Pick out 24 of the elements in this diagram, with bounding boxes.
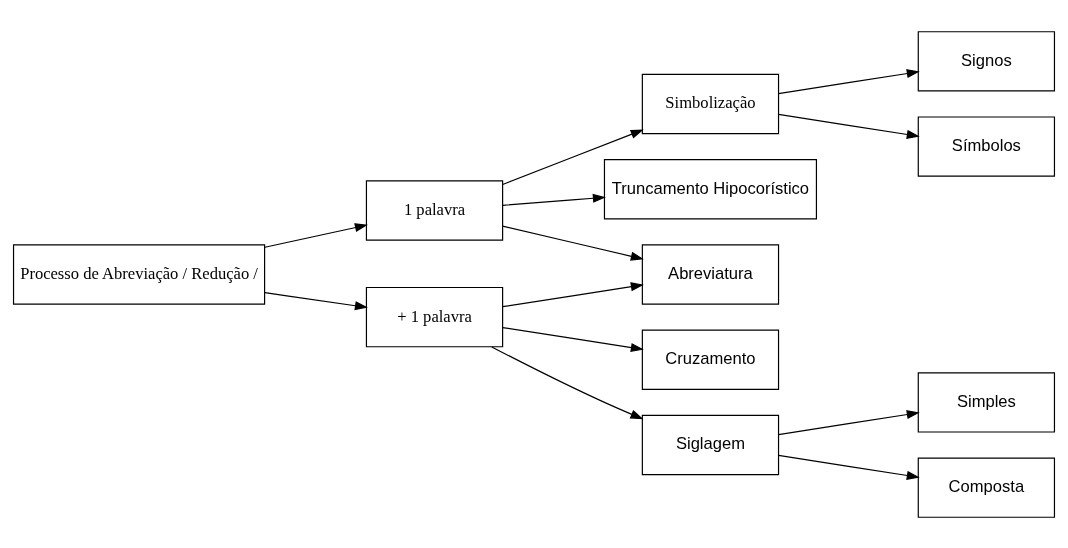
arrow xyxy=(502,129,644,185)
arrow xyxy=(777,68,920,94)
arrow xyxy=(502,193,606,206)
arrow xyxy=(777,409,920,435)
node-box: Processo de Abreviação / Redução / xyxy=(12,243,266,305)
node-box: Signos xyxy=(917,30,1056,92)
arrow xyxy=(502,326,644,352)
node-box: Truncamento Hipocorístico xyxy=(603,158,817,219)
node-box: Simples xyxy=(917,371,1056,433)
arrow xyxy=(502,281,644,307)
arrow xyxy=(491,345,644,419)
node-box: 1 palavra xyxy=(365,179,504,241)
arrow xyxy=(777,454,920,480)
node-box: Cruzamento xyxy=(641,329,780,390)
arrow xyxy=(777,113,920,139)
node-box: Abreviatura xyxy=(641,243,780,305)
node-box: Símbolos xyxy=(917,115,1056,177)
node-box: Simbolização xyxy=(641,73,780,134)
node-box: Composta xyxy=(917,456,1056,518)
arrow xyxy=(264,222,368,248)
node-box: Siglagem xyxy=(641,414,780,475)
arrow xyxy=(264,291,368,310)
arrow xyxy=(502,225,644,261)
node-box: + 1 palavra xyxy=(365,286,504,347)
